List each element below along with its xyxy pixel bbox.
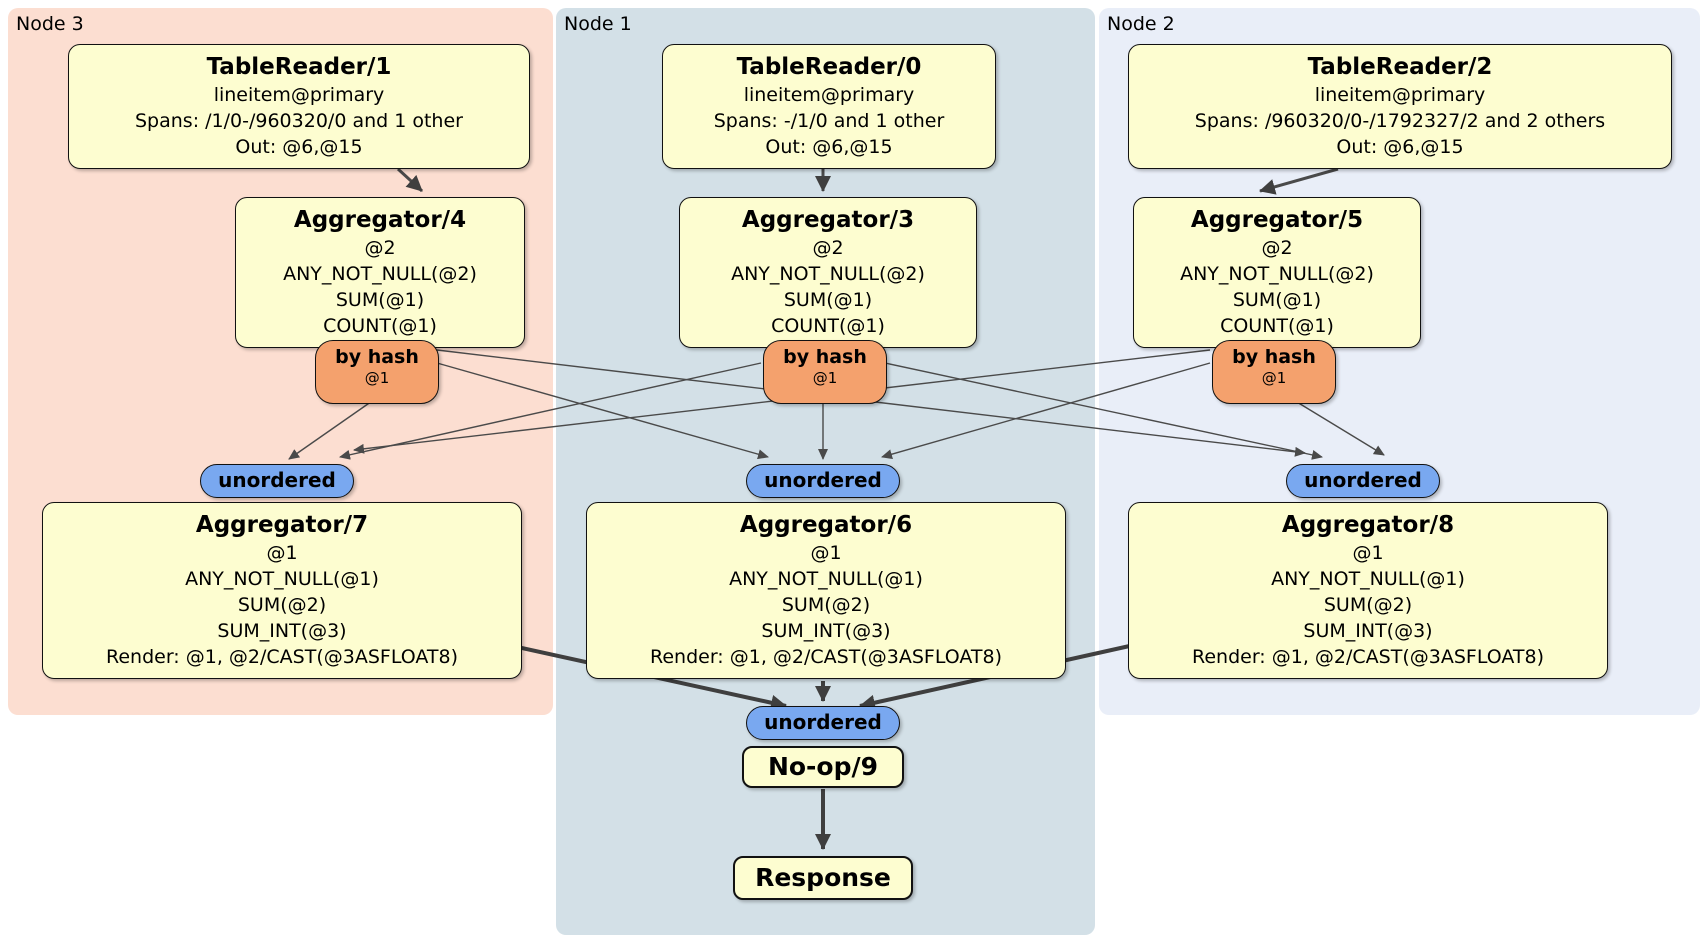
processor-line: SUM(@2) xyxy=(781,594,871,616)
processor-tablereader-2: TableReader/2 lineitem@primary Spans: /9… xyxy=(1128,44,1672,169)
processor-line: Out: @6,@15 xyxy=(235,136,363,158)
region-label: Node 2 xyxy=(1107,13,1175,35)
router-detail: @1 xyxy=(812,369,838,387)
processor-line: COUNT(@1) xyxy=(1220,315,1334,337)
processor-line: Render: @1, @2/CAST(@3ASFLOAT8) xyxy=(106,646,458,668)
processor-line: ANY_NOT_NULL(@2) xyxy=(1180,263,1374,285)
processor-title: TableReader/2 xyxy=(1307,54,1493,80)
processor-title: Aggregator/6 xyxy=(739,512,913,538)
processor-line: @1 xyxy=(266,542,298,564)
processor-line: lineitem@primary xyxy=(1314,84,1486,106)
processor-title: Aggregator/5 xyxy=(1190,207,1364,233)
processor-line: ANY_NOT_NULL(@2) xyxy=(283,263,477,285)
sync-unordered-final: unordered xyxy=(746,706,900,740)
processor-line: SUM(@1) xyxy=(783,289,873,311)
processor-title: Aggregator/3 xyxy=(741,207,915,233)
processor-title: TableReader/0 xyxy=(736,54,922,80)
processor-line: ANY_NOT_NULL(@1) xyxy=(185,568,379,590)
processor-line: Spans: /960320/0-/1792327/2 and 2 others xyxy=(1194,110,1606,132)
processor-aggregator-8: Aggregator/8 @1 ANY_NOT_NULL(@1) SUM(@2)… xyxy=(1128,502,1608,679)
processor-line: SUM(@2) xyxy=(237,594,327,616)
processor-line: SUM_INT(@3) xyxy=(1303,620,1433,642)
processor-aggregator-5: Aggregator/5 @2 ANY_NOT_NULL(@2) SUM(@1)… xyxy=(1133,197,1421,348)
processor-line: Out: @6,@15 xyxy=(765,136,893,158)
region-label: Node 3 xyxy=(16,13,84,35)
router-detail: @1 xyxy=(1261,369,1287,387)
router-by-hash-node3: by hash @1 xyxy=(315,340,439,404)
processor-title: Aggregator/8 xyxy=(1281,512,1455,538)
region-label: Node 1 xyxy=(564,13,632,35)
processor-line: SUM_INT(@3) xyxy=(761,620,891,642)
processor-title: Aggregator/4 xyxy=(293,207,467,233)
processor-title: TableReader/1 xyxy=(206,54,392,80)
processor-line: Spans: /1/0-/960320/0 and 1 other xyxy=(135,110,463,132)
sync-unordered-node3: unordered xyxy=(200,464,354,498)
processor-aggregator-3: Aggregator/3 @2 ANY_NOT_NULL(@2) SUM(@1)… xyxy=(679,197,977,348)
processor-line: Spans: -/1/0 and 1 other xyxy=(713,110,945,132)
processor-tablereader-1: TableReader/1 lineitem@primary Spans: /1… xyxy=(68,44,530,169)
edge-tablereader-to-aggregator xyxy=(396,167,1339,195)
processor-line: Render: @1, @2/CAST(@3ASFLOAT8) xyxy=(650,646,1002,668)
processor-tablereader-0: TableReader/0 lineitem@primary Spans: -/… xyxy=(662,44,996,169)
processor-aggregator-7: Aggregator/7 @1 ANY_NOT_NULL(@1) SUM(@2)… xyxy=(42,502,522,679)
processor-line: SUM(@1) xyxy=(335,289,425,311)
processor-line: Render: @1, @2/CAST(@3ASFLOAT8) xyxy=(1192,646,1544,668)
processor-line: ANY_NOT_NULL(@1) xyxy=(729,568,923,590)
processor-line: @1 xyxy=(810,542,842,564)
processor-line: COUNT(@1) xyxy=(771,315,885,337)
router-detail: @1 xyxy=(364,369,390,387)
processor-line: @1 xyxy=(1352,542,1384,564)
router-label: by hash xyxy=(1232,346,1316,368)
processor-noop-9: No-op/9 xyxy=(742,746,904,788)
processor-line: Out: @6,@15 xyxy=(1336,136,1464,158)
processor-line: SUM_INT(@3) xyxy=(217,620,347,642)
processor-line: @2 xyxy=(812,237,844,259)
processor-line: @2 xyxy=(364,237,396,259)
processor-line: COUNT(@1) xyxy=(323,315,437,337)
response-node: Response xyxy=(733,856,913,900)
processor-aggregator-6: Aggregator/6 @1 ANY_NOT_NULL(@1) SUM(@2)… xyxy=(586,502,1066,679)
router-by-hash-node2: by hash @1 xyxy=(1212,340,1336,404)
processor-line: SUM(@2) xyxy=(1323,594,1413,616)
router-label: by hash xyxy=(783,346,867,368)
sync-unordered-node1: unordered xyxy=(746,464,900,498)
processor-line: lineitem@primary xyxy=(213,84,385,106)
processor-line: @2 xyxy=(1261,237,1293,259)
sync-unordered-node2: unordered xyxy=(1286,464,1440,498)
processor-line: lineitem@primary xyxy=(743,84,915,106)
processor-line: ANY_NOT_NULL(@1) xyxy=(1271,568,1465,590)
processor-line: SUM(@1) xyxy=(1232,289,1322,311)
processor-line: ANY_NOT_NULL(@2) xyxy=(731,263,925,285)
processor-aggregator-4: Aggregator/4 @2 ANY_NOT_NULL(@2) SUM(@1)… xyxy=(235,197,525,348)
processor-title: Aggregator/7 xyxy=(195,512,369,538)
router-by-hash-node1: by hash @1 xyxy=(763,340,887,404)
router-label: by hash xyxy=(335,346,419,368)
